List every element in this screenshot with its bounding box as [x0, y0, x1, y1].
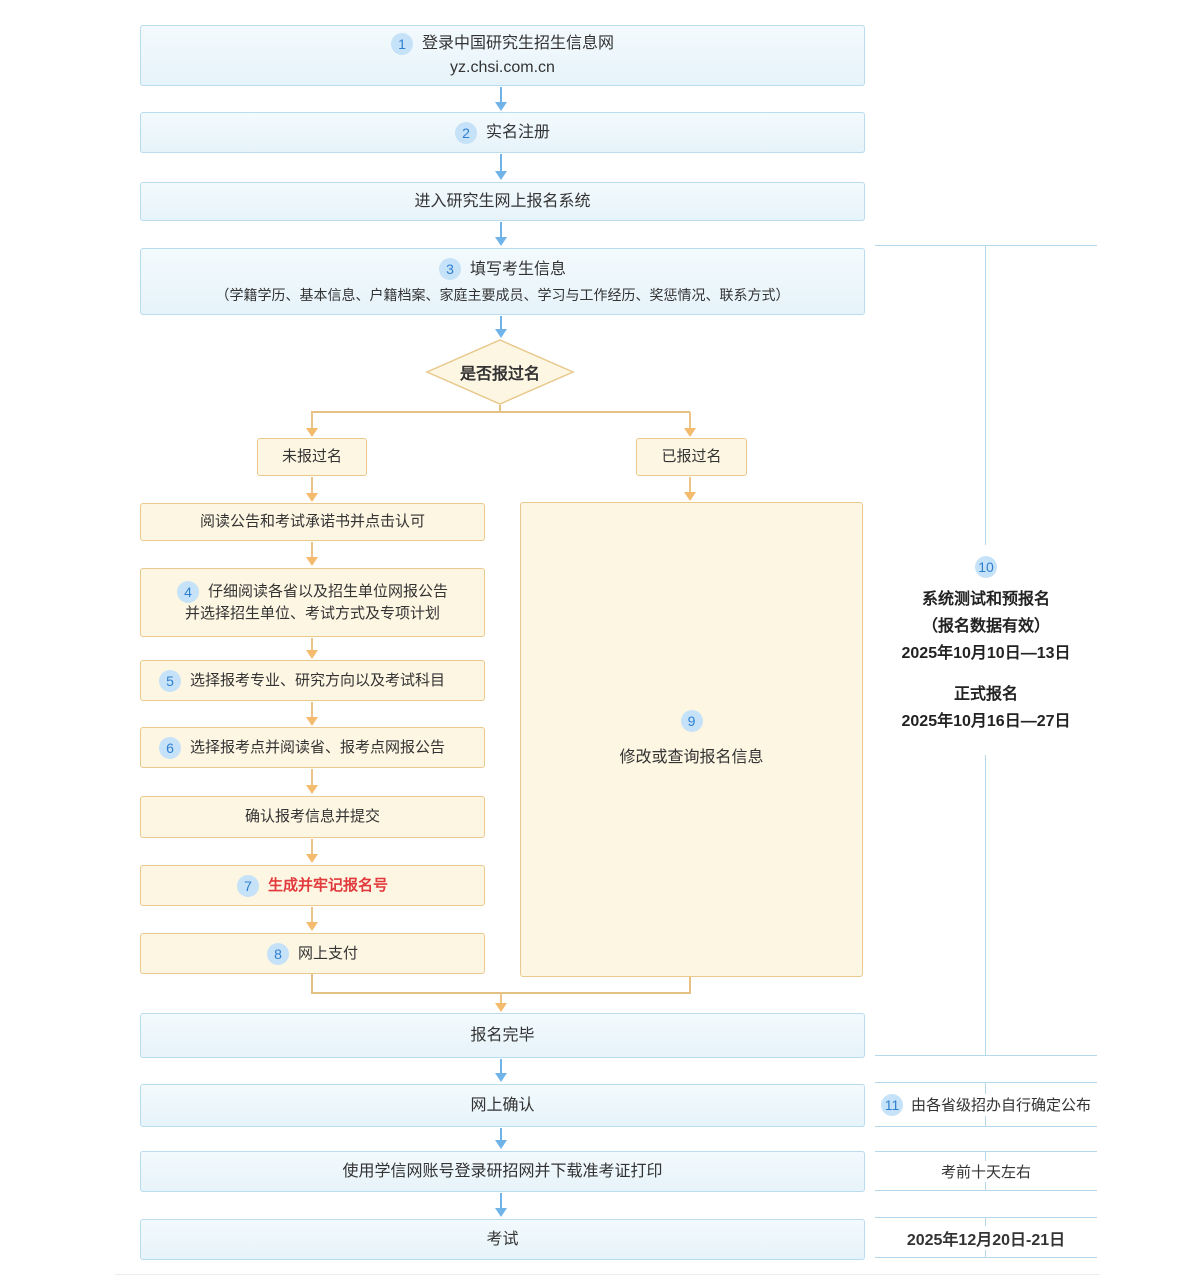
step-badge-7: 7	[236, 874, 259, 897]
sidebar-row-exam-date: 2025年12月20日-21日	[875, 1217, 1097, 1258]
branch-not-registered: 未报过名	[257, 438, 367, 476]
node-read-province-notice-line2: 并选择招生单位、考试方式及专项计划	[184, 604, 440, 622]
sidebar-ticket-time-label: 考前十天左右	[934, 1160, 1037, 1182]
sidebar-pretest-title: 系统测试和预报名	[921, 591, 1050, 608]
node-remember-number: 7 生成并牢记报名号	[140, 865, 485, 906]
decision-registered-before: 是否报过名	[425, 338, 575, 406]
sidebar-line	[875, 1055, 1097, 1056]
decision-label: 是否报过名	[459, 366, 540, 383]
step-badge-8: 8	[266, 942, 289, 965]
connector-line	[311, 411, 690, 413]
node-enter-system: 进入研究生网上报名系统	[140, 182, 865, 221]
node-login-site-label: 登录中国研究生招生信息网	[421, 35, 614, 53]
flow-arrow-icon	[495, 316, 507, 338]
node-confirm-submit: 确认报考信息并提交	[140, 796, 485, 838]
node-online-pay-label: 网上支付	[297, 944, 358, 962]
flow-arrow-icon	[306, 769, 318, 794]
diamond-shape-icon	[425, 339, 575, 405]
node-confirm-submit-label: 确认报考信息并提交	[244, 808, 380, 826]
step-badge-6: 6	[159, 736, 181, 759]
sidebar-row-ticket-time: 考前十天左右	[875, 1151, 1097, 1191]
step-badge-3: 3	[438, 258, 461, 281]
branch-registered-label: 已报过名	[661, 448, 722, 466]
step-badge-9: 9	[680, 709, 703, 732]
node-choose-exam-site: 6 选择报考点并阅读省、报考点网报公告	[140, 727, 485, 768]
step-badge-2: 2	[454, 121, 477, 144]
flow-arrow-icon	[495, 1059, 507, 1082]
flow-arrow-icon	[684, 412, 696, 437]
branch-not-registered-label: 未报过名	[281, 448, 342, 466]
node-read-province-notice: 4 仔细阅读各省以及招生单位网报公告 并选择招生单位、考试方式及专项计划	[140, 568, 485, 637]
node-enter-system-label: 进入研究生网上报名系统	[414, 192, 591, 210]
flow-arrow-icon	[306, 542, 318, 566]
node-realname-register-label: 实名注册	[485, 123, 550, 141]
node-fill-info: 3 填写考生信息 （学籍学历、基本信息、户籍档案、家庭主要成员、学习与工作经历、…	[140, 248, 865, 315]
sidebar-line	[985, 755, 986, 1055]
flow-arrow-icon	[306, 702, 318, 726]
node-realname-register: 2 实名注册	[140, 112, 865, 153]
step-badge-11: 11	[881, 1093, 903, 1116]
node-modify-query: 9 修改或查询报名信息	[520, 502, 863, 977]
flow-arrow-icon	[306, 907, 318, 931]
sidebar-schedule-block: 10 系统测试和预报名 （报名数据有效） 2025年10月10日—13日 正式报…	[875, 556, 1097, 735]
node-read-province-notice-line1: 仔细阅读各省以及招生单位网报公告	[207, 582, 448, 600]
node-read-notice-label: 阅读公告和考试承诺书并点击认可	[199, 513, 425, 531]
sidebar-line	[985, 245, 986, 545]
sidebar-official-dates: 2025年10月16日—27日	[901, 713, 1071, 730]
flow-arrow-icon	[306, 839, 318, 863]
sidebar-line	[875, 245, 1097, 246]
node-exam: 考试	[140, 1219, 865, 1260]
connector-line	[689, 977, 691, 993]
step-badge-10: 10	[975, 556, 997, 578]
sidebar-pretest-note: （报名数据有效）	[921, 618, 1050, 635]
node-online-pay: 8 网上支付	[140, 933, 485, 974]
node-choose-exam-site-label: 选择报考点并阅读省、报考点网报公告	[190, 738, 446, 756]
sidebar-exam-date-label: 2025年12月20日-21日	[900, 1225, 1072, 1250]
node-choose-major: 5 选择报考专业、研究方向以及考试科目	[140, 660, 485, 701]
node-registration-done: 报名完毕	[140, 1013, 865, 1058]
flow-arrow-icon	[306, 638, 318, 659]
node-online-confirm: 网上确认	[140, 1084, 865, 1127]
node-download-ticket-label: 使用学信网账号登录研招网并下载准考证打印	[342, 1162, 663, 1180]
flow-arrow-icon	[495, 154, 507, 180]
flow-arrow-icon	[495, 222, 507, 246]
step-badge-1: 1	[390, 32, 413, 55]
bottom-divider	[115, 1274, 1100, 1275]
flow-arrow-icon	[495, 87, 507, 111]
node-online-confirm-label: 网上确认	[470, 1096, 535, 1114]
node-login-site-url: yz.chsi.com.cn	[450, 58, 555, 76]
flow-arrow-icon	[495, 1193, 507, 1217]
connector-line	[499, 405, 501, 412]
sidebar-pretest-dates: 2025年10月10日—13日	[901, 645, 1071, 662]
node-remember-number-label: 生成并牢记报名号	[267, 876, 388, 894]
step-badge-5: 5	[159, 669, 181, 692]
flow-arrow-icon	[306, 477, 318, 502]
sidebar-official-title: 正式报名	[953, 686, 1018, 703]
sidebar-confirm-time-label: 由各省级招办自行确定公布	[911, 1097, 1092, 1114]
node-choose-major-label: 选择报考专业、研究方向以及考试科目	[190, 671, 446, 689]
connector-line	[311, 974, 313, 993]
node-registration-done-label: 报名完毕	[470, 1026, 535, 1044]
sidebar-row-confirm-time: 11 由各省级招办自行确定公布	[875, 1082, 1097, 1127]
branch-registered: 已报过名	[636, 438, 747, 476]
flow-arrow-icon	[306, 412, 318, 437]
flow-arrow-icon	[684, 477, 696, 501]
node-download-ticket: 使用学信网账号登录研招网并下载准考证打印	[140, 1151, 865, 1192]
node-read-notice: 阅读公告和考试承诺书并点击认可	[140, 503, 485, 541]
node-exam-label: 考试	[486, 1230, 519, 1248]
node-fill-info-label: 填写考生信息	[469, 260, 566, 278]
flow-arrow-icon	[495, 1128, 507, 1149]
node-modify-query-label: 修改或查询报名信息	[619, 748, 764, 766]
step-badge-4: 4	[176, 580, 199, 603]
flow-arrow-icon	[495, 993, 507, 1012]
node-fill-info-detail: （学籍学历、基本信息、户籍档案、家庭主要成员、学习与工作经历、奖惩情况、联系方式…	[215, 286, 790, 303]
node-login-site: 1 登录中国研究生招生信息网 yz.chsi.com.cn	[140, 25, 865, 86]
